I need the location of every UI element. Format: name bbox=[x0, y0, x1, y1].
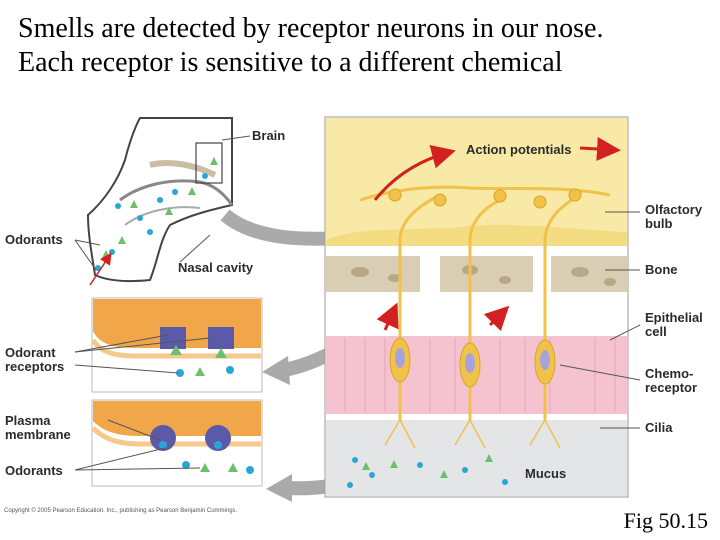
label-cilia: Cilia bbox=[645, 420, 673, 435]
label-bone: Bone bbox=[645, 262, 678, 277]
olfactory-panel bbox=[324, 116, 629, 498]
copyright-text: Copyright © 2005 Pearson Education, Inc.… bbox=[4, 507, 238, 514]
nose-section bbox=[86, 117, 234, 286]
label-odorant-receptors-2: receptors bbox=[5, 359, 64, 374]
label-brain: Brain bbox=[252, 128, 285, 143]
figure-reference: Fig 50.15 bbox=[623, 508, 708, 533]
receptor-inset bbox=[90, 297, 263, 393]
title-line-1: Smells are detected by receptor neurons … bbox=[18, 13, 604, 44]
membrane-inset bbox=[91, 399, 263, 487]
label-nasal-cavity: Nasal cavity bbox=[178, 260, 254, 275]
label-odorants-bottom: Odorants bbox=[5, 463, 63, 478]
label-olfactory-bulb-1: Olfactory bbox=[645, 202, 703, 217]
label-action-potentials: Action potentials bbox=[466, 142, 571, 157]
label-chemo-2: receptor bbox=[645, 380, 697, 395]
label-plasma-membrane-1: Plasma bbox=[5, 413, 51, 428]
label-chemo-1: Chemo- bbox=[645, 366, 693, 381]
label-epithelial-1: Epithelial bbox=[645, 310, 703, 325]
label-olfactory-bulb-2: bulb bbox=[645, 216, 672, 231]
label-plasma-membrane-2: membrane bbox=[5, 427, 71, 442]
label-mucus: Mucus bbox=[525, 466, 566, 481]
label-epithelial-2: cell bbox=[645, 324, 667, 339]
label-odorant-receptors-1: Odorant bbox=[5, 345, 56, 360]
label-odorants-top: Odorants bbox=[5, 232, 63, 247]
title-line-2: Each receptor is sensitive to a differen… bbox=[18, 47, 563, 78]
